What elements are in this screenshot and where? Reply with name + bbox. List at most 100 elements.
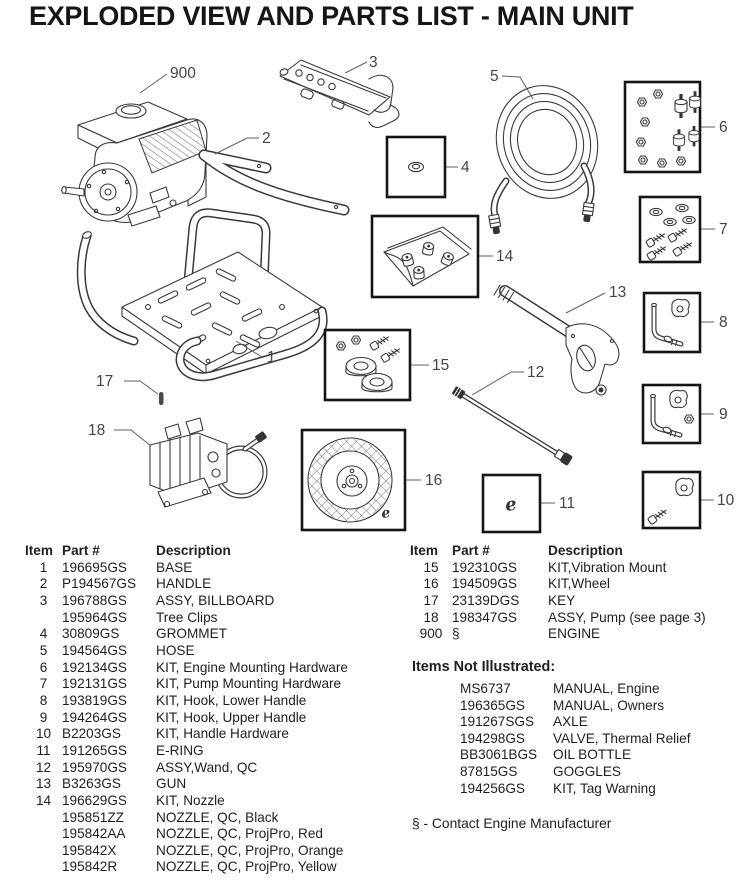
cell-desc: MANUAL, Owners (553, 697, 665, 713)
parts-row: 195851ZZ NOZZLE, QC, Black (25, 810, 403, 827)
cell-part: 196695GS (62, 559, 128, 575)
cell-part: 194564GS (62, 642, 128, 658)
cell-desc: KIT, Hook, Lower Handle (156, 692, 307, 708)
cell-part: 195964GS (62, 609, 128, 625)
cell-part: P194567GS (62, 576, 137, 592)
cell-part: 194264GS (62, 709, 128, 725)
callout-12: 12 (527, 364, 544, 381)
cell-item: 2 (39, 576, 48, 592)
kit-box-wheel: e (300, 428, 407, 532)
ering-glyph-small: e (380, 505, 391, 522)
cell-part: 195842R (62, 859, 118, 875)
callout-900: 900 (170, 65, 196, 82)
cell-desc: NOZZLE, QC, Black (156, 809, 279, 825)
cell-desc: BASE (156, 559, 193, 575)
callout-2: 2 (262, 130, 271, 147)
hose-drawing (488, 85, 599, 235)
cell-desc: ASSY, Pump (see page 3) (548, 609, 706, 625)
cell-item: 6 (39, 659, 48, 675)
cell-item (25, 843, 62, 860)
cell-part: 195842X (62, 842, 117, 858)
cell-item: 4 (39, 626, 48, 642)
cell-desc: OIL BOTTLE (553, 747, 632, 763)
cell-desc: MANUAL, Engine (553, 681, 660, 696)
cell-part: 195970GS (62, 759, 128, 775)
cell-part: MS6737 (460, 681, 511, 696)
parts-table-header: Item Part # Description (410, 543, 725, 560)
base-drawing (76, 208, 328, 382)
callout-15: 15 (432, 357, 449, 374)
cell-item: 1 (39, 559, 48, 575)
cell-part: § (452, 626, 460, 642)
cell-part: 194298GS (460, 730, 526, 746)
kit-box-vibration (323, 328, 412, 402)
kit-box-engine-mounting (623, 80, 702, 174)
kit-box-nozzle (370, 214, 480, 299)
cell-desc: KIT, Nozzle (156, 792, 225, 808)
parts-table-header: Item Part # Description (25, 543, 403, 560)
engine-drawing (61, 101, 208, 227)
cell-item (25, 826, 62, 843)
cell-desc: HOSE (156, 642, 195, 658)
callout-16: 16 (425, 472, 442, 489)
callout-17: 17 (96, 373, 113, 390)
header-part: Part # (452, 543, 490, 558)
kit-box-pump-mounting (638, 195, 702, 264)
cell-part: 198347GS (452, 609, 518, 625)
parts-row: 900§ENGINE (410, 626, 725, 643)
gun-drawing (493, 284, 620, 396)
ering-glyph: e (504, 494, 518, 516)
callout-4: 4 (461, 159, 470, 176)
cell-desc: AXLE (553, 714, 588, 730)
cell-desc: E-RING (156, 742, 204, 758)
not-illustrated-table: MS6737 MANUAL, Engine 196365GS MANUAL, Own… (460, 681, 730, 797)
pump-drawing (149, 417, 268, 508)
cell-desc: NOZZLE, QC, ProjPro, Orange (156, 842, 344, 858)
callout-5: 5 (490, 68, 499, 85)
cell-item: 14 (35, 792, 52, 808)
cell-desc: ASSY, BILLBOARD (156, 592, 275, 608)
cell-desc: HANDLE (156, 576, 212, 592)
parts-row: 5 194564GS HOSE (25, 643, 403, 660)
callout-18: 18 (88, 422, 105, 439)
cell-desc: KIT, Hook, Upper Handle (156, 709, 307, 725)
cell-item: 900 (419, 626, 443, 642)
callout-13: 13 (609, 284, 626, 301)
cell-item: 5 (39, 642, 48, 658)
cell-item (25, 610, 62, 627)
callout-8: 8 (719, 314, 728, 331)
cell-part: 195851ZZ (62, 809, 124, 825)
cell-part: 191265GS (62, 742, 128, 758)
cell-part: 87815GS (460, 763, 518, 779)
cell-item: 8 (39, 692, 48, 708)
callout-1: 1 (267, 349, 276, 366)
parts-row: 196365GS MANUAL, Owners (460, 698, 730, 715)
header-desc: Description (156, 543, 231, 558)
not-illustrated-heading: Items Not Illustrated: (412, 659, 556, 675)
cell-part: 196365GS (460, 697, 526, 713)
header-item: Item (410, 543, 438, 558)
leader-lines (114, 61, 715, 504)
cell-item: 15 (423, 559, 439, 575)
callout-9: 9 (719, 406, 728, 423)
cell-desc: NOZZLE, QC, ProjPro, Red (156, 826, 323, 842)
header-item: Item (25, 543, 53, 558)
cell-part: B3263GS (62, 776, 121, 792)
kit-box-grommet (385, 135, 447, 199)
